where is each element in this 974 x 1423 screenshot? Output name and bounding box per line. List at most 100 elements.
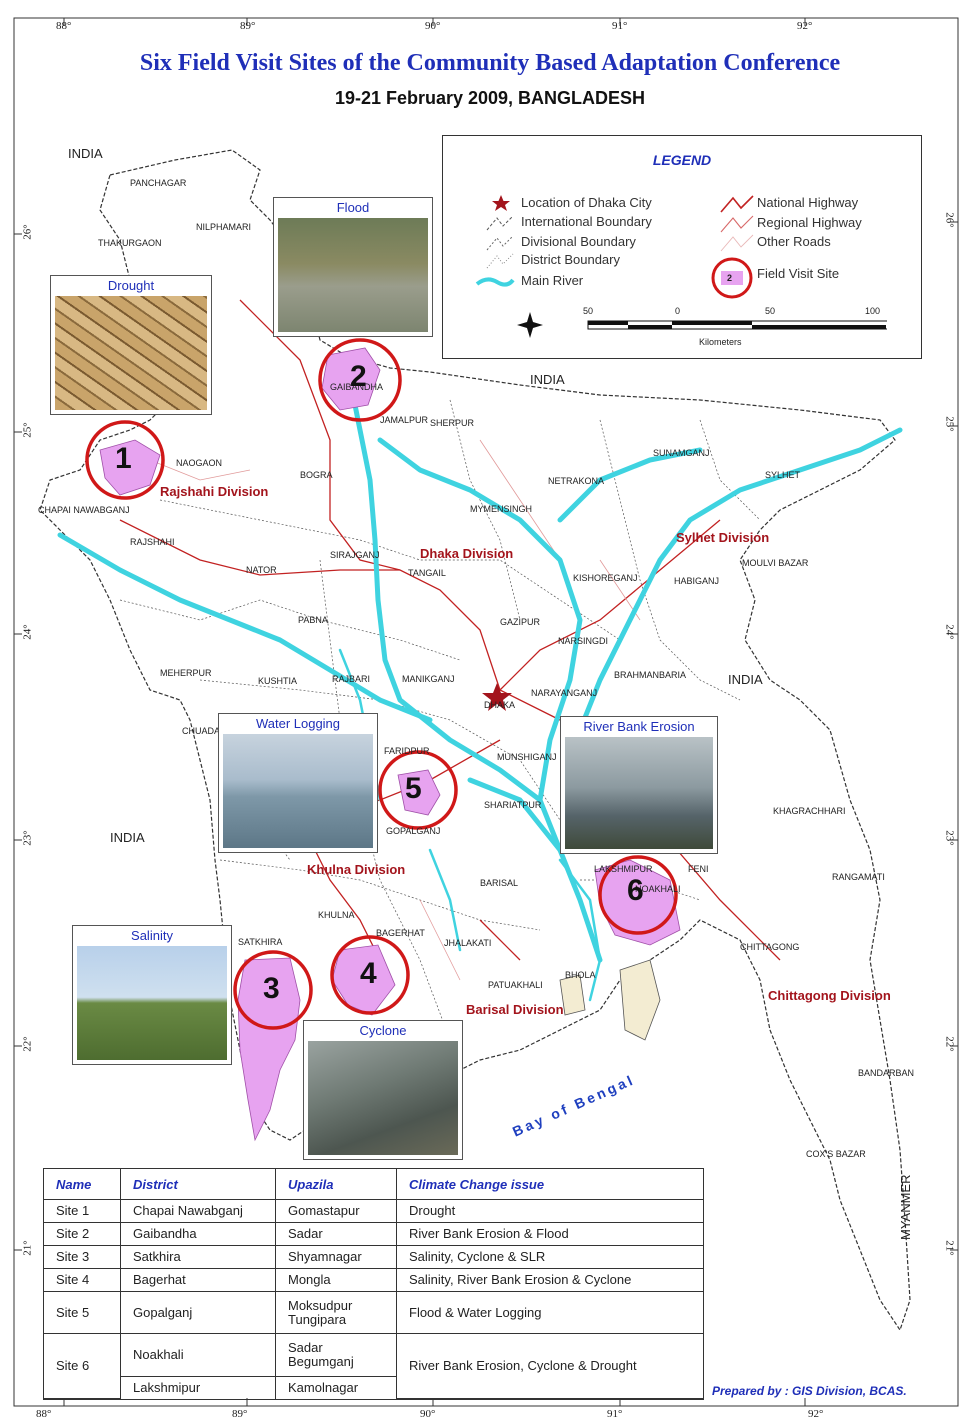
country-label-myanmer: MYANMER [898,1174,913,1240]
table-cell: Lakshmipur [120,1376,276,1399]
place-label: FARIDPUR [384,746,430,756]
table-cell: Gopalganj [120,1291,276,1335]
place-label: MEHERPUR [160,668,212,678]
map-subtitle: 19-21 February 2009, BANGLADESH [334,88,646,108]
place-label: CHAPAI NAWABGANJ [38,505,130,515]
place-label: SHARIATPUR [484,800,542,810]
country-label-india: INDIA [530,372,565,387]
division-label-sylhet: Sylhet Division [676,530,770,545]
table-cell: Site 1 [44,1199,121,1224]
division-label-chittagong: Chittagong Division [768,988,891,1003]
table-cell: Site 5 [44,1291,121,1335]
table-cell: Mongla [275,1268,397,1293]
scale-label: 50 [765,306,776,316]
salinity-image [77,946,227,1060]
place-label: MANIKGANJ [402,674,455,684]
table-cell: Flood & Water Logging [396,1291,703,1335]
axis-right-26: 26° [943,212,956,228]
national-highways [119,299,781,981]
scale-label: 50 [583,306,594,316]
place-label: LAKSHMIPUR [594,864,653,874]
river-bank-erosion-image [565,737,713,849]
place-label: DHAKA [484,700,516,710]
table-cell: Gomastapur [275,1199,397,1224]
legend-field-site-symbol [711,257,753,299]
axis-bottom-89: 89° [232,1408,248,1420]
place-label: BARISAL [480,878,519,888]
place-label: GAZIPUR [500,617,541,627]
axis-left-26: 26° [21,224,34,240]
place-label: JAMALPUR [380,415,429,425]
table-cell: Gaibandha [120,1222,276,1247]
place-label: NARAYANGANJ [531,688,598,698]
photo-drought: Drought [50,275,212,415]
site-table-grid: Name District Upazila Climate Change iss… [44,1169,703,1399]
table-cell: Site 4 [44,1268,121,1293]
photo-caption: Drought [51,276,211,296]
site-table: Name District Upazila Climate Change iss… [43,1168,704,1400]
place-label: PABNA [298,615,328,625]
photo-caption: River Bank Erosion [561,717,717,737]
scale-unit: Kilometers [699,337,742,347]
table-cell: Shyamnagar [275,1245,397,1270]
graticule-ticks [14,18,958,1406]
legend-intl-boundary-symbol [486,215,514,231]
place-label: MOULVI BAZAR [742,558,809,568]
place-label: CHUADANGA [182,726,240,736]
legend-site-symbol-label: 2 [727,273,733,283]
table-row: Site 4 Bagerhat Mongla Salinity, River B… [44,1268,703,1293]
legend-item-dhaka: Location of Dhaka City [521,195,652,210]
table-row: Site 1 Chapai Nawabganj Gomastapur Droug… [44,1199,703,1224]
axis-left-23: 23° [21,830,34,846]
place-label: RANGAMATI [832,872,885,882]
dhaka-city-star [482,683,512,711]
photo-caption: Flood [274,198,432,218]
axis-bottom-88: 88° [36,1408,52,1420]
place-label: TANGAIL [408,568,446,578]
legend-national-highway-symbol [720,195,754,213]
place-label: SUNAMGANJ [653,448,710,458]
photo-caption: Water Logging [219,714,377,734]
place-label: KUSHTIA [258,676,298,686]
place-label: KISHOREGANJ [573,573,638,583]
axis-right-22: 22° [943,1036,956,1052]
table-cell: Moksudpur Tungipara [275,1291,397,1335]
water-logging-image [223,734,373,848]
site-number-1: 1 [115,442,132,475]
map-legend: LEGEND Location of Dhaka City Internatio… [442,135,922,359]
north-arrow-icon [517,312,543,338]
axis-right-25: 25° [943,416,956,432]
photo-river-bank-erosion: River Bank Erosion [560,716,718,854]
table-cell: Satkhira [120,1245,276,1270]
field-site-rings [85,338,678,1030]
table-row: Site 2 Gaibandha Sadar River Bank Erosio… [44,1222,703,1247]
place-label: MYMENSINGH [470,504,533,514]
legend-item-regional-highway: Regional Highway [757,215,862,230]
table-header: Climate Change issue [396,1169,703,1200]
axis-right-23: 23° [943,830,956,846]
map-title: Six Field Visit Sites of the Community B… [139,50,841,76]
table-cell: Chapai Nawabganj [120,1199,276,1224]
legend-item-field-visit-site: Field Visit Site [757,266,840,281]
place-label: COX'S BAZAR [806,1149,866,1159]
place-label: GAIBANDHA [330,382,384,392]
place-label: NATOR [246,565,277,575]
legend-star-symbol [492,195,510,211]
place-label: GOPALGANJ [386,826,441,836]
table-header-row: Name District Upazila Climate Change iss… [44,1169,703,1200]
place-label: NAOGAON [176,458,223,468]
legend-other-roads-symbol [720,234,754,252]
place-label: BHOLA [565,970,596,980]
drought-image [55,296,207,410]
table-header: Name [44,1169,121,1200]
legend-divisional-boundary-symbol [486,235,514,251]
legend-district-boundary-symbol [486,253,514,269]
place-label: PATUAKHALI [488,980,543,990]
place-label: KHULNA [318,910,355,920]
map-border [13,17,959,1407]
prepared-by-credit: Prepared by : GIS Division, BCAS. [712,1384,907,1398]
place-label: KHAGRACHHARI [773,806,846,816]
table-row: Site 3 Satkhira Shyamnagar Salinity, Cyc… [44,1245,703,1270]
table-row: Site 6 Noakhali Sadar Begumganj River Ba… [44,1333,703,1399]
